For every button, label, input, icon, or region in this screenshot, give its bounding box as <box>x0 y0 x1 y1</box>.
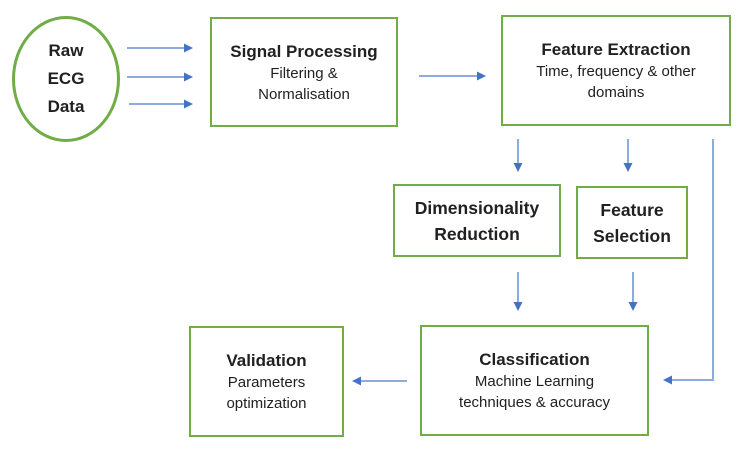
raw-ecg-line-1: Raw <box>48 41 84 60</box>
node-feature-extraction: Feature Extraction Time, frequency & oth… <box>501 15 731 126</box>
arrow-raw-to-signal-1 <box>127 43 193 53</box>
signal-processing-title: Signal Processing <box>230 41 378 61</box>
feature-extraction-title: Feature Extraction <box>541 40 691 59</box>
validation-subtitle-1: Parameters <box>227 374 306 391</box>
arrow-dimensionality-reduction-to-classification <box>513 272 523 311</box>
dimensionality-reduction-line-2: Reduction <box>434 223 520 244</box>
classification-subtitle-1: Machine Learning <box>474 373 595 390</box>
node-validation: Validation Parameters optimization <box>189 326 344 437</box>
feature-extraction-subtitle-2: domains <box>587 84 645 101</box>
arrow-classification-to-validation <box>352 376 407 386</box>
arrow-raw-to-signal-3 <box>129 99 193 109</box>
signal-processing-subtitle-2: Normalisation <box>258 85 350 103</box>
feature-selection-line-2: Selection <box>593 225 671 246</box>
node-dimensionality-reduction: Dimensionality Reduction <box>393 184 561 257</box>
node-raw-ecg-data: Raw ECG Data <box>12 16 120 142</box>
dimensionality-reduction-line-1: Dimensionality <box>414 197 540 218</box>
classification-title: Classification <box>479 350 590 369</box>
arrow-feature-extraction-to-dimensionality-reduction <box>513 139 523 172</box>
classification-subtitle-2: techniques & accuracy <box>459 394 610 411</box>
signal-processing-subtitle-1: Filtering & <box>270 64 338 82</box>
node-classification: Classification Machine Learning techniqu… <box>420 325 649 436</box>
arrow-feature-extraction-to-feature-selection <box>623 139 633 172</box>
arrow-raw-to-signal-2 <box>127 72 193 82</box>
raw-ecg-line-2: ECG <box>47 69 85 88</box>
arrow-signal-to-feature-extraction <box>419 71 486 81</box>
raw-ecg-line-3: Data <box>47 97 85 116</box>
arrow-feature-extraction-to-classification <box>663 139 714 385</box>
arrow-feature-selection-to-classification <box>628 272 638 311</box>
node-feature-selection: Feature Selection <box>576 186 688 259</box>
feature-selection-line-1: Feature <box>600 199 664 220</box>
validation-title: Validation <box>226 351 307 370</box>
node-signal-processing: Signal Processing Filtering & Normalisat… <box>210 17 398 127</box>
validation-subtitle-2: optimization <box>226 395 307 412</box>
feature-extraction-subtitle-1: Time, frequency & other <box>536 63 696 80</box>
